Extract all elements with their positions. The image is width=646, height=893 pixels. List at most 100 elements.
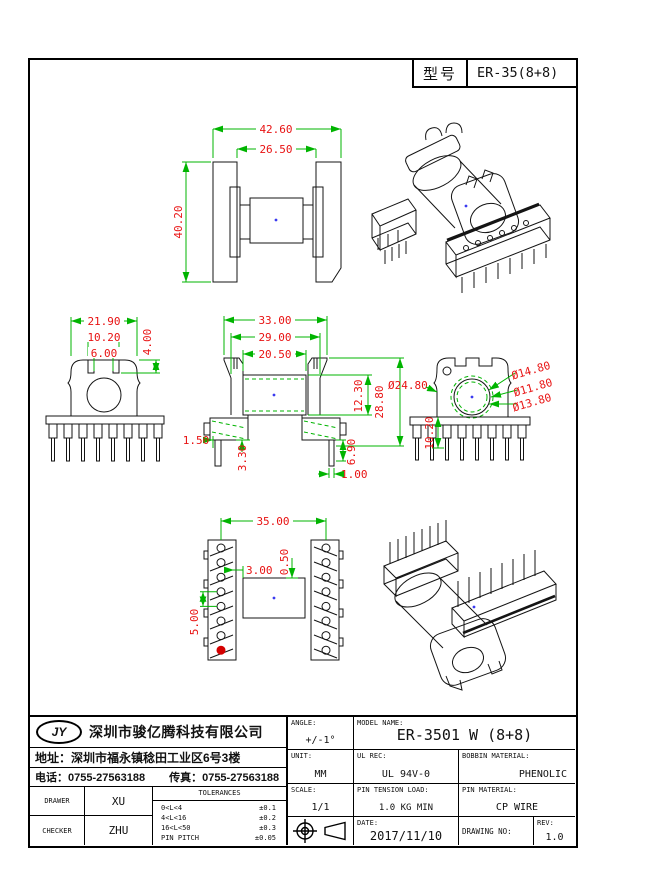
company-address: 地址：深圳市福永镇稔田工业区6号3楼 (30, 748, 288, 768)
angle-label: ANGLE: (291, 719, 317, 727)
tol-range-2: 4<L<16 (161, 814, 187, 822)
dim-front-body: 29.00 (258, 331, 291, 344)
title-block: JY 深圳市骏亿腾科技有限公司 地址：深圳市福永镇稔田工业区6号3楼 电话：07… (28, 715, 578, 848)
dim-left-slot-gap: 6.00 (91, 347, 118, 360)
pin-material-cell: PIN MATERIAL: CP WIRE (459, 784, 575, 817)
tol-value-3: ±0.3 (259, 824, 276, 832)
dim-left-slot-depth: 4.00 (141, 329, 154, 356)
tolerance-row: 0<L<4 ±0.1 (153, 803, 286, 813)
left-end-view-geometry (45, 359, 165, 462)
tolerances-title: TOLERANCES (153, 787, 286, 801)
isometric-view-top (371, 122, 551, 293)
tolerances-box: TOLERANCES 0<L<4 ±0.1 4<L<16 ±0.2 16<L<5… (153, 787, 288, 845)
checker-label-cell: CHECKER (30, 816, 85, 845)
dim-front-pin-w: 1.00 (341, 468, 368, 481)
dim-bottom-step: 0.50 (278, 549, 291, 576)
pin-material-value: CP WIRE (495, 802, 539, 813)
model-box: 型号 ER-35(8+8) (412, 58, 578, 88)
third-angle-projection-icon (292, 819, 346, 843)
tol-value-2: ±0.2 (259, 814, 276, 822)
rev-cell: REV: 1.0 (534, 817, 575, 845)
dim-left-slot-span: 10.20 (87, 331, 120, 344)
phone-text: 电话：0755-27563188 (35, 772, 146, 784)
dim-end-mount-h: 10.20 (423, 416, 436, 449)
tol-range-4: PIN PITCH (161, 834, 199, 842)
drawing-no-label: DRAWING NO: (462, 827, 512, 836)
isometric-view-bottom (383, 520, 557, 691)
dim-top-inner-width: 26.50 (259, 143, 292, 156)
dim-top-height: 40.20 (172, 205, 185, 238)
dim-bottom-edge: 3.00 (246, 564, 273, 577)
ul-rec-value: UL 94V-0 (381, 769, 431, 780)
company-logo: JY (36, 720, 82, 744)
scale-cell: SCALE: 1/1 (288, 784, 354, 817)
model-name-value: ER-3501 W (8+8) (396, 726, 533, 744)
model-value: ER-35(8+8) (477, 65, 559, 81)
drawer-label: DRAWER (44, 797, 70, 805)
pin-tension-label: PIN TENSION LOAD: (357, 786, 429, 794)
bottom-view-geometry (203, 539, 344, 661)
front-view-dimensions: 33.00 29.00 20.50 12.30 28.80 1.50 3.30 … (183, 314, 404, 481)
company-row: JY 深圳市骏亿腾科技有限公司 (30, 717, 288, 748)
tol-value-4: ±0.05 (254, 834, 276, 842)
ul-rec-cell: UL REC: UL 94V-0 (354, 750, 459, 784)
right-end-view-geometry (409, 357, 531, 461)
bobbin-material-cell: BOBBIN MATERIAL: PHENOLIC (459, 750, 575, 784)
left-end-view-dimensions: 21.90 10.20 6.00 4.00 (70, 315, 160, 374)
dim-front-overall: 33.00 (258, 314, 291, 327)
dim-bottom-overall: 35.00 (256, 515, 289, 528)
tolerance-row: 16<L<50 ±0.3 (153, 823, 286, 833)
company-name: 深圳市骏亿腾科技有限公司 (89, 724, 263, 740)
bobbin-material-label: BOBBIN MATERIAL: (462, 752, 530, 760)
unit-cell: UNIT: MM (288, 750, 354, 784)
pin-tension-value: 1.0 KG MIN (378, 803, 434, 813)
rev-value: 1.0 (545, 832, 564, 843)
dim-front-step: 1.50 (183, 434, 210, 447)
dim-top-overall-width: 42.60 (259, 123, 292, 136)
top-view-dimensions: 42.60 26.50 40.20 (172, 123, 342, 283)
dim-front-base-h: 3.30 (236, 445, 249, 472)
fax-text: 传真：0755-27563188 (169, 772, 280, 784)
front-view-geometry (203, 357, 347, 467)
checker-label: CHECKER (42, 826, 72, 835)
tol-value-1: ±0.1 (259, 804, 276, 812)
scale-label: SCALE: (291, 786, 317, 794)
ul-rec-label: UL REC: (357, 752, 387, 760)
drawer-value-cell: XU (85, 787, 153, 816)
rev-label: REV: (537, 819, 554, 827)
dim-front-tube: 20.50 (258, 348, 291, 361)
model-name-cell: MODEL NAME: ER-3501 W (8+8) (354, 717, 575, 750)
tol-range-1: 0<L<4 (161, 804, 183, 812)
unit-value: MM (314, 769, 327, 780)
drawer-value: XU (111, 794, 126, 808)
scale-value: 1/1 (311, 802, 330, 813)
projection-symbol-cell (288, 817, 354, 845)
pin-tension-cell: PIN TENSION LOAD: 1.0 KG MIN (354, 784, 459, 817)
angle-value: +/-1° (305, 735, 336, 746)
top-view-geometry (212, 161, 342, 283)
checker-value-cell: ZHU (85, 816, 153, 845)
model-name-label: MODEL NAME: (357, 719, 404, 727)
dim-front-tube-h: 12.30 (352, 379, 365, 412)
pin-material-label: PIN MATERIAL: (462, 786, 517, 794)
dim-left-width: 21.90 (87, 315, 120, 328)
tolerance-row: 4<L<16 ±0.2 (153, 813, 286, 823)
drawing-no-cell: DRAWING NO: (459, 817, 534, 845)
drawer-label-cell: DRAWER (30, 787, 85, 816)
bottom-view-dimensions: 35.00 3.00 0.50 5.00 (188, 515, 327, 635)
address-text: 地址：深圳市福永镇稔田工业区6号3楼 (35, 751, 241, 765)
dim-front-pin-len: 6.90 (345, 439, 358, 466)
date-cell: DATE: 2017/11/10 (354, 817, 459, 845)
tolerance-row: PIN PITCH ±0.05 (153, 833, 286, 843)
dim-front-total-h: 28.80 (373, 385, 386, 418)
dim-end-body-dia: Ø24.80 (388, 379, 428, 392)
bobbin-material-value: PHENOLIC (518, 769, 567, 780)
date-label: DATE: (357, 819, 379, 827)
pin1-marker (216, 645, 226, 655)
date-value: 2017/11/10 (369, 829, 443, 843)
tol-range-3: 16<L<50 (161, 824, 191, 832)
unit-label: UNIT: (291, 752, 313, 760)
model-label: 型号 (414, 60, 468, 86)
